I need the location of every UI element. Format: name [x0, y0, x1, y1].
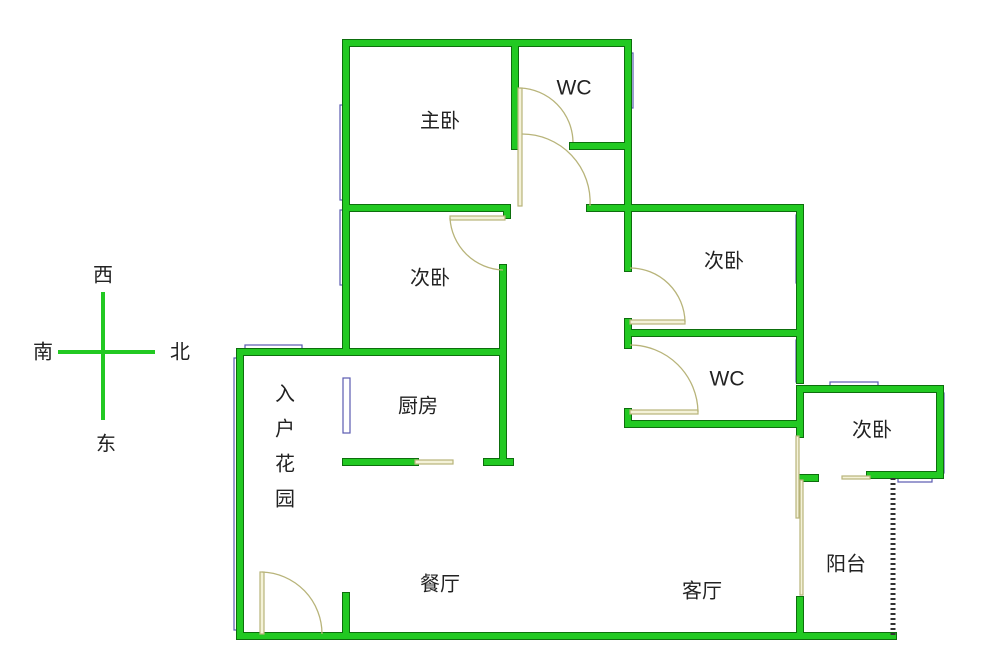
sliding-door [414, 459, 454, 465]
doors [259, 87, 871, 635]
label-entry-garden-4: 园 [275, 487, 295, 511]
label-entry-garden-3: 花 [275, 452, 295, 476]
door-leaf [449, 215, 506, 221]
compass: 西 南 北 东 [33, 263, 190, 456]
door-swing [521, 133, 591, 207]
door-leaf [841, 475, 871, 480]
sliding-door [799, 479, 804, 596]
label-dining: 餐厅 [420, 572, 460, 596]
label-living: 客厅 [682, 579, 722, 603]
compass-east: 东 [96, 432, 116, 456]
label-master-bedroom: 主卧 [420, 109, 460, 133]
compass-north: 北 [170, 340, 190, 364]
compass-south: 南 [33, 340, 53, 364]
label-bedroom-north: 次卧 [704, 249, 744, 273]
door-swing [629, 267, 686, 323]
walls [236, 39, 944, 640]
label-wc-common: WC [710, 368, 745, 391]
label-bedroom-small: 次卧 [852, 418, 892, 442]
window [342, 377, 351, 434]
entry-door-swing [261, 571, 323, 635]
entry-door-leaf [259, 571, 265, 635]
compass-west: 西 [93, 263, 113, 287]
sliding-door [795, 435, 800, 519]
door-swing [449, 217, 504, 271]
door-swing [519, 87, 574, 143]
door-leaf [629, 409, 699, 415]
label-bedroom-west: 次卧 [410, 266, 450, 290]
label-entry-garden-2: 户 [275, 417, 295, 441]
door-leaf [517, 87, 523, 207]
door-leaf [629, 319, 686, 325]
windows [233, 52, 945, 631]
door-swing [629, 344, 699, 413]
label-wc-master: WC [557, 77, 592, 100]
label-kitchen: 厨房 [398, 394, 438, 418]
room-labels: 主卧 WC 次卧 次卧 WC 次卧 厨房 入 户 花 园 餐厅 客厅 阳台 [275, 77, 892, 603]
label-balcony: 阳台 [826, 552, 866, 576]
label-entry-garden-1: 入 [275, 382, 295, 406]
